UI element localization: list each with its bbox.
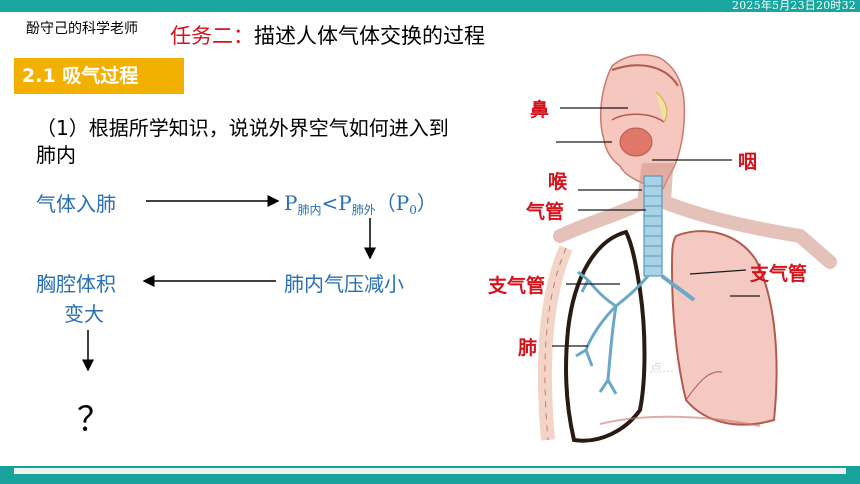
unknown-mark: ？	[77, 400, 111, 440]
section-tag: 2.1 吸气过程	[14, 58, 184, 94]
body-outline	[553, 163, 837, 269]
task-title-text: 描述人体气体交换的过程	[254, 24, 485, 48]
label-pharynx: 咽	[738, 151, 757, 173]
leader-lines	[552, 107, 760, 347]
diaphragm	[599, 415, 761, 427]
datetime-stamp: 2025年5月23日20时32	[732, 0, 856, 12]
watermark: 点…	[650, 361, 674, 375]
p-lung: P	[284, 191, 298, 215]
flow-chest-line2: 变大	[64, 302, 104, 326]
flow-chest-line1: 胸腔体积	[36, 272, 116, 296]
flow-pressure-compare: P肺内<P肺外（P0）	[284, 187, 437, 218]
p0-close: ）	[416, 191, 437, 215]
p0-sub: 0	[409, 203, 417, 217]
lung-right	[670, 230, 778, 426]
label-bronchus-left: 支气管	[487, 274, 545, 297]
label-lung: 肺	[518, 337, 537, 359]
label-larynx: 喉	[548, 170, 568, 193]
top-bar	[0, 0, 860, 12]
less-than: <	[321, 191, 339, 215]
flow-pressure-drop: 肺内气压减小	[284, 272, 404, 296]
p0-open: （P	[375, 191, 410, 215]
author-label: 酚守己的科学老师	[26, 21, 138, 37]
flow-air-in: 气体入肺	[36, 192, 116, 216]
p-lung-sub: 肺内	[297, 203, 322, 217]
task-prefix: 任务二：	[170, 24, 254, 48]
task-title: 任务二：描述人体气体交换的过程	[170, 20, 485, 50]
ribs	[537, 245, 573, 441]
bronchi-right	[660, 274, 696, 302]
bottom-bar-inner	[14, 468, 846, 474]
question-text: （1）根据所学知识，说说外界空气如何进入到肺内	[36, 116, 449, 167]
p-out: P	[338, 191, 352, 215]
respiratory-diagram	[537, 53, 837, 443]
label-trachea: 气管	[525, 200, 564, 223]
label-nose: 鼻	[530, 98, 549, 121]
label-bronchus-right: 支气管	[749, 262, 807, 285]
mouth-shape	[619, 127, 653, 157]
p-out-sub: 肺外	[351, 203, 376, 217]
lung-left	[564, 229, 647, 443]
